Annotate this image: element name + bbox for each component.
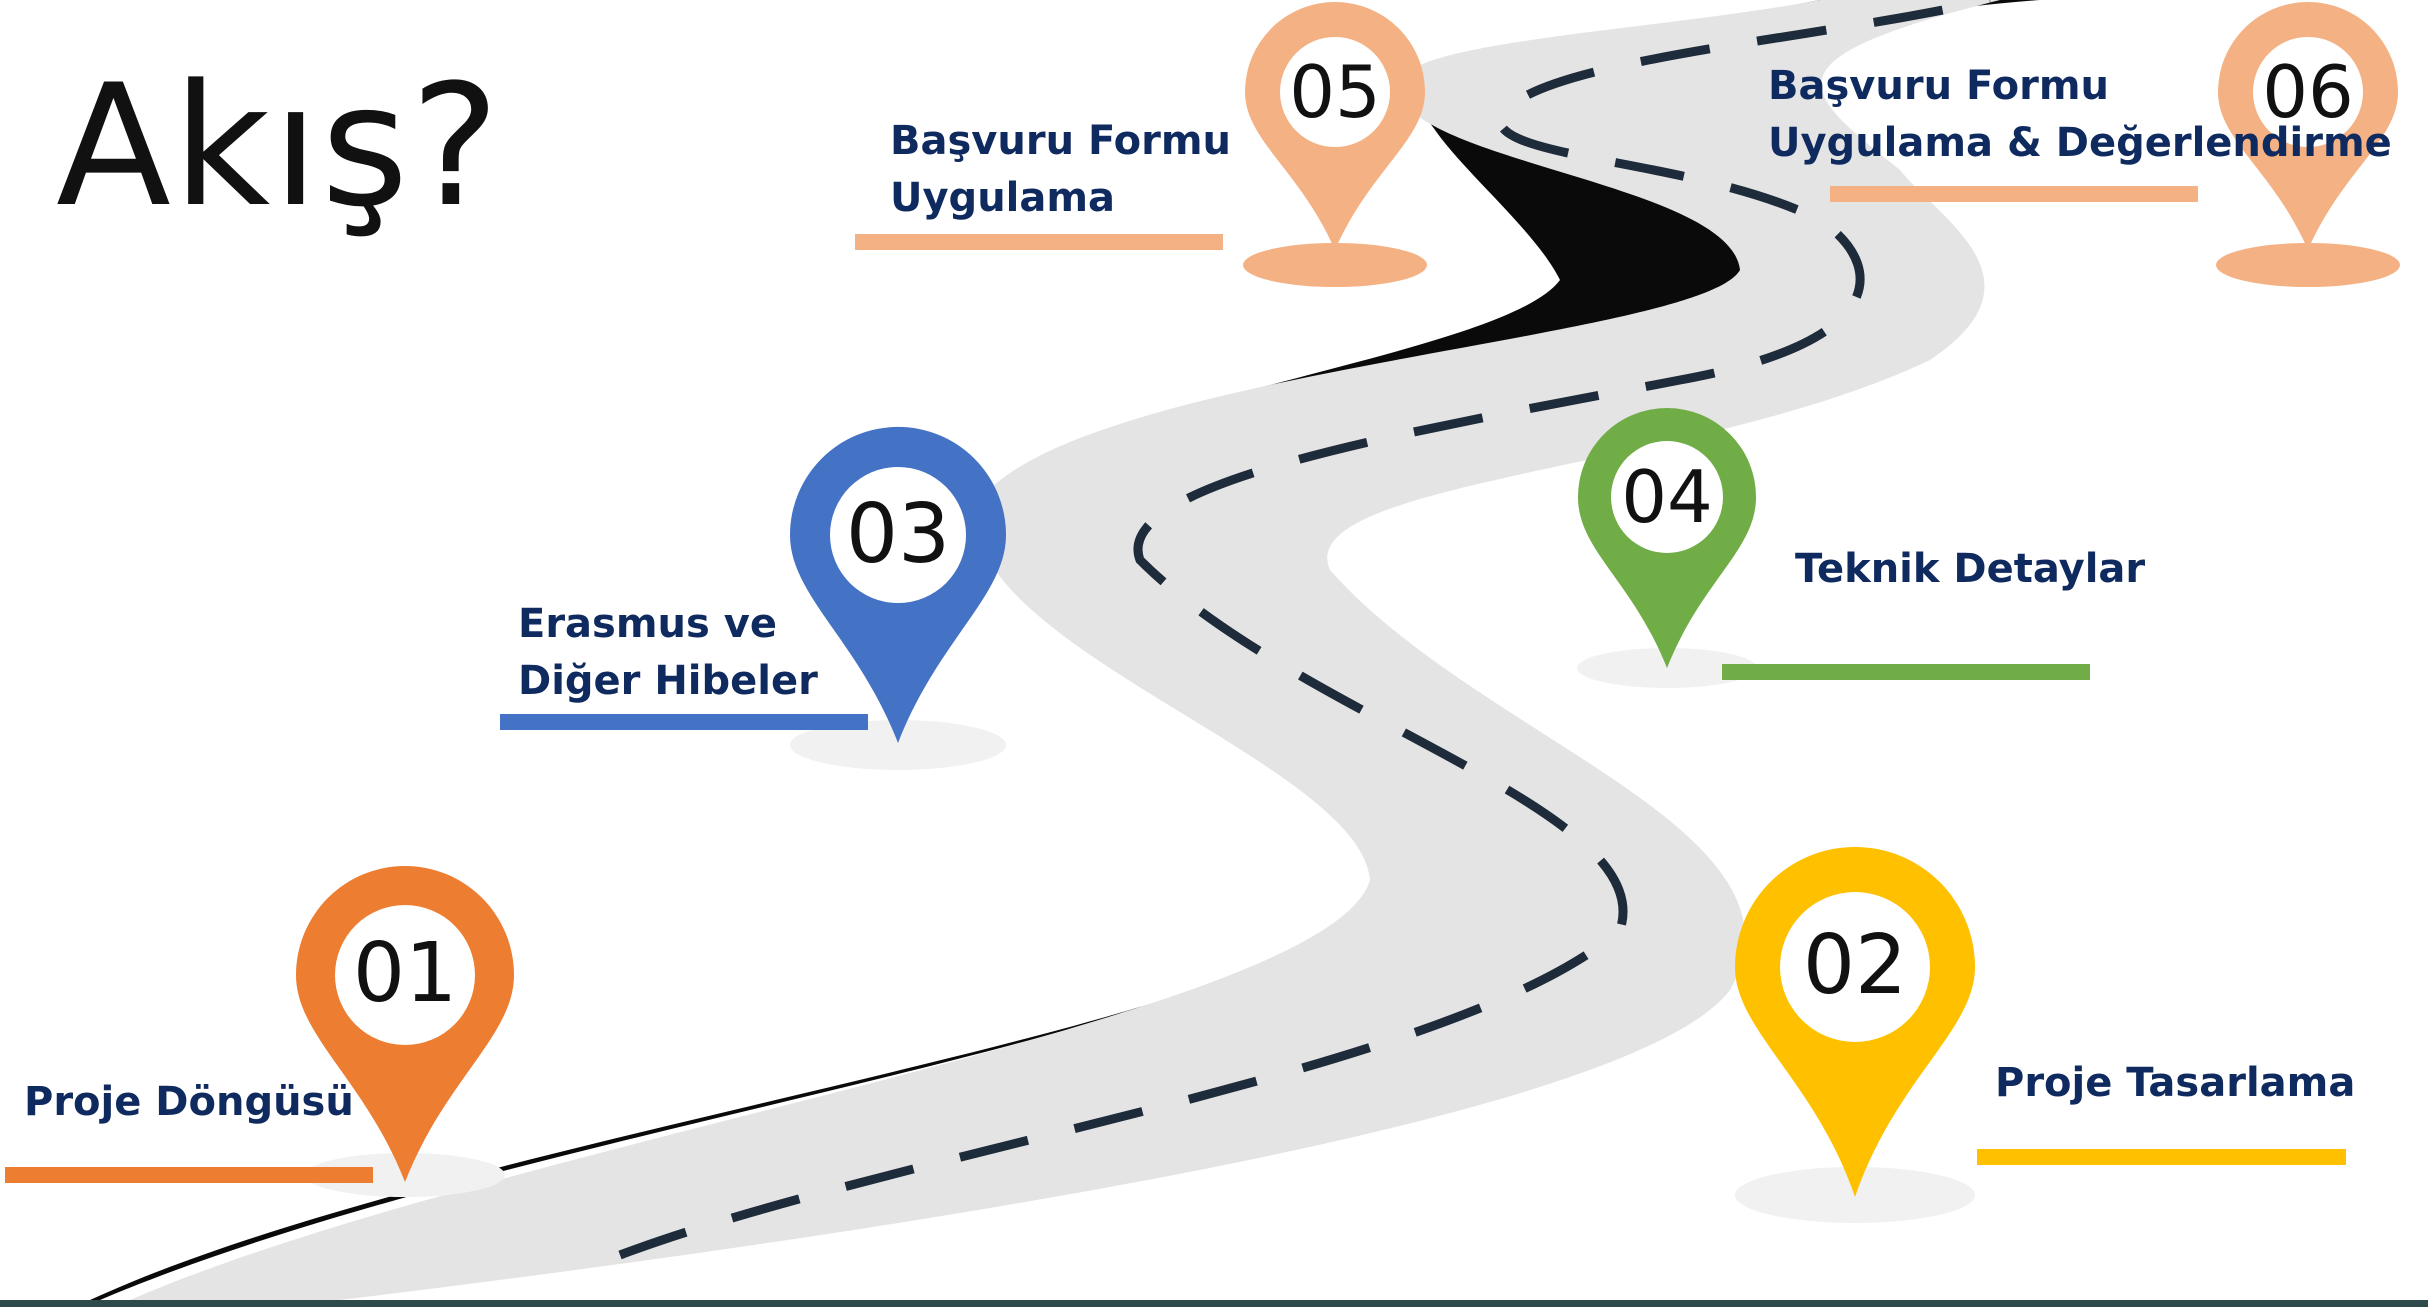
underline-01: [5, 1167, 373, 1183]
step-label-01: Proje Döngüsü: [24, 1079, 354, 1125]
step-label-03: Erasmus ve Diğer Hibeler: [518, 601, 818, 704]
road-center-line: [618, 0, 1992, 1260]
step-label-05: Başvuru Formu Uygulama: [890, 118, 1232, 221]
pin-hole-02: [1780, 892, 1930, 1042]
underline-05: [855, 234, 1223, 250]
underline-02: [1977, 1149, 2346, 1165]
pin-shadow-03: [790, 720, 1006, 770]
underline-06: [1830, 186, 2198, 202]
pin-hole-03: [830, 467, 966, 603]
pin-hole-06: [2253, 37, 2363, 147]
road: [130, 0, 2000, 1300]
step-label-06: Başvuru Formu Uygulama & Değerlendirme: [1768, 63, 2392, 166]
pin-hole-05: [1280, 37, 1390, 147]
pin-base-06: [2216, 243, 2400, 287]
step-label-04: Teknik Detaylar: [1795, 546, 2146, 592]
underline-03: [500, 714, 868, 730]
pin-hole-04: [1611, 441, 1723, 553]
road-edge: [90, 0, 2040, 1300]
bottom-bar: [0, 1300, 2428, 1307]
step-number-02: 02: [1802, 918, 1908, 1013]
step-number-01: 01: [352, 926, 458, 1021]
step-number-06: 06: [2262, 50, 2354, 134]
underline-04: [1722, 664, 2090, 680]
page-title: Akış?: [56, 48, 502, 244]
step-number-04: 04: [1621, 455, 1713, 539]
pin-base-05: [1243, 243, 1427, 287]
step-label-02: Proje Tasarlama: [1995, 1060, 2356, 1106]
pin-hole-01: [335, 905, 475, 1045]
step-number-03: 03: [845, 487, 951, 582]
step-number-05: 05: [1289, 50, 1381, 134]
